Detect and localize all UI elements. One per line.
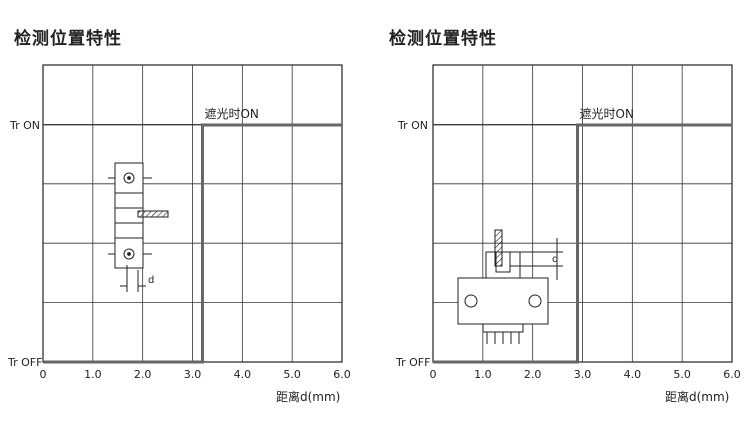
y-tick-label-on: Tr ON — [9, 119, 40, 132]
d-annotation: d — [148, 275, 154, 286]
x-tick-label: 3.0 — [574, 368, 592, 381]
sensor-side-view-icon — [108, 162, 169, 292]
plot-area — [42, 64, 343, 363]
chart-panel-left: 检测位置特性 0 1.0 2.0 3.0 4.0 5.0 6.0 Tr ON Tr OFF … — [7, 29, 351, 404]
x-axis-label: 距离d(mm) — [665, 389, 729, 404]
x-tick-label: 2.0 — [524, 368, 542, 381]
x-tick-label: 0 — [40, 368, 47, 381]
x-tick-label: 3.0 — [184, 368, 202, 381]
y-tick-label-off: Tr OFF — [395, 356, 430, 369]
x-tick-label: 6.0 — [333, 368, 351, 381]
chart-title: 检测位置特性 — [389, 29, 497, 49]
x-tick-label: 4.0 — [234, 368, 252, 381]
y-tick-label-on: Tr ON — [397, 119, 428, 132]
sensor-front-view-icon — [457, 229, 563, 344]
x-tick-label: 5.0 — [673, 368, 691, 381]
chart-svg: 0 1.0 2.0 3.0 4.0 5.0 6.0 Tr ON Tr OFF 距离d(mm)… — [395, 64, 741, 404]
x-tick-label: 2.0 — [134, 368, 152, 381]
x-tick-label: 1.0 — [474, 368, 492, 381]
chart-title: 检测位置特性 — [14, 29, 122, 49]
on-annotation: 遮光时ON — [580, 106, 634, 121]
x-tick-label: 6.0 — [723, 368, 741, 381]
chart-svg: 0 1.0 2.0 3.0 4.0 5.0 6.0 Tr ON Tr OFF 距离d(mm)… — [7, 64, 351, 404]
x-tick-label: 1.0 — [84, 368, 102, 381]
series-line — [43, 123, 342, 364]
on-annotation: 遮光时ON — [204, 106, 258, 121]
x-tick-label: 0 — [430, 368, 437, 381]
x-axis-label: 距离d(mm) — [276, 389, 340, 404]
x-tick-label: 5.0 — [283, 368, 301, 381]
chart-panel-right: 检测位置特性 0 1.0 2.0 3.0 4.0 5.0 6.0 Tr ON Tr OFF … — [375, 0, 750, 444]
series-line — [433, 123, 732, 364]
y-tick-label-off: Tr OFF — [7, 356, 42, 369]
x-tick-label: 4.0 — [624, 368, 642, 381]
d-annotation: d — [552, 254, 558, 265]
